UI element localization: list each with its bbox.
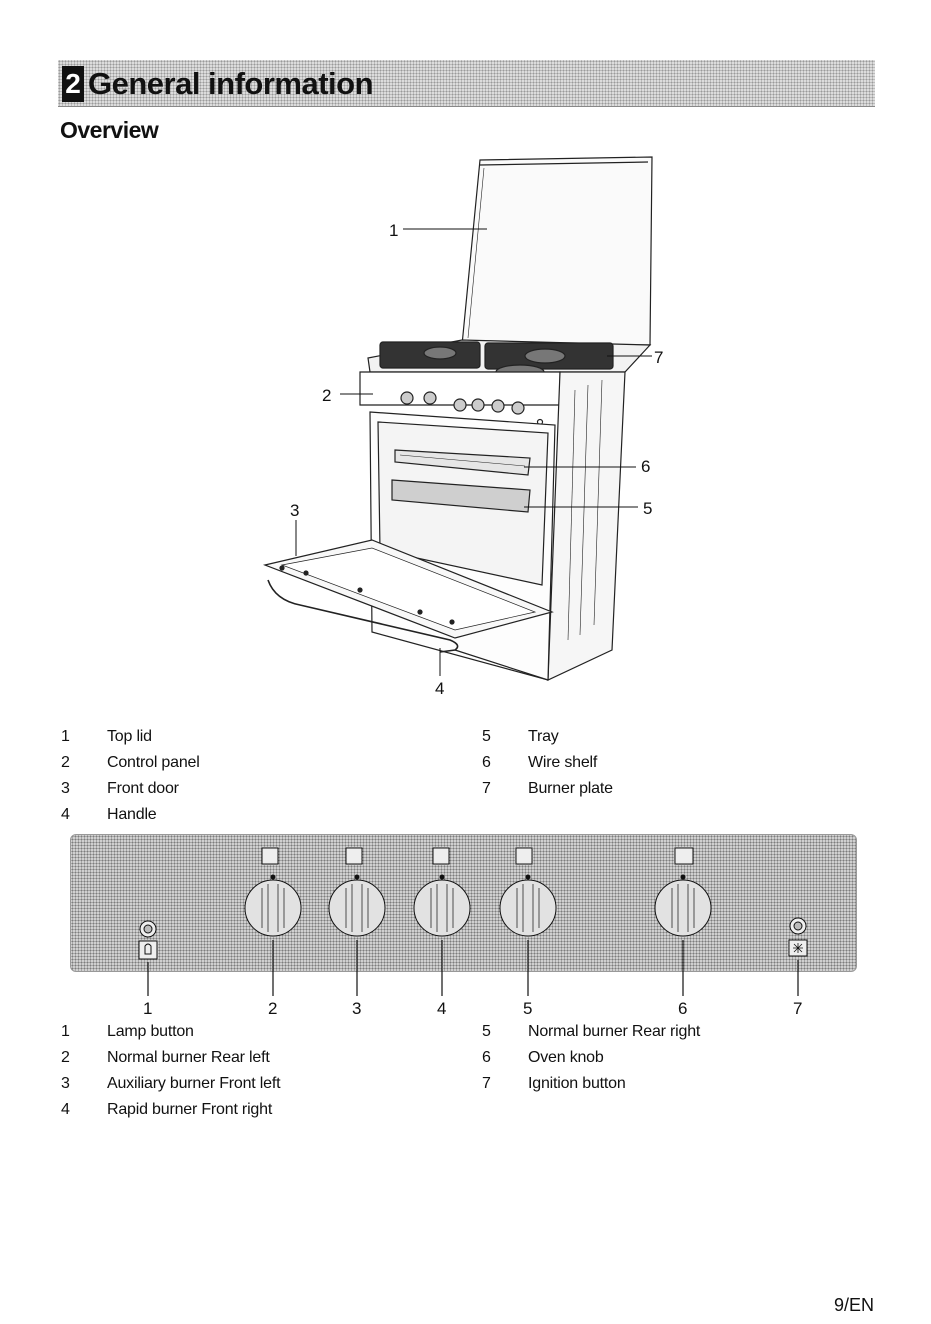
panel-callout-1: 1 [143,999,152,1018]
overview-callout-4: 4 [435,679,444,698]
knob-front-right [413,879,471,937]
panel-callout-4: 4 [437,999,446,1018]
subtitle-overview: Overview [60,117,159,143]
section-header-bar: 2 General information [58,60,875,107]
panel-callout-7: 7 [793,999,802,1018]
section-number: 2 [62,66,84,102]
knob-rear-left [244,879,302,937]
overview-callout-2: 2 [322,386,331,405]
panel-callout-5: 5 [523,999,532,1018]
overview-callout-7: 7 [654,348,663,367]
panel-callout-3: 3 [352,999,361,1018]
lamp-symbol-icon [138,940,158,960]
overview-callout-3: 3 [290,501,299,520]
page-number: 9/EN [833,1295,874,1315]
knob-oven [654,879,712,937]
overview-callout-1: 1 [389,221,398,240]
panel-callout-2: 2 [268,999,277,1018]
section-title: General information [88,66,374,101]
overview-callout-6: 6 [641,457,650,476]
overview-callout-5: 5 [643,499,652,518]
panel-callout-6: 6 [678,999,687,1018]
knob-rear-right [499,879,557,937]
knob-front-left [328,879,386,937]
